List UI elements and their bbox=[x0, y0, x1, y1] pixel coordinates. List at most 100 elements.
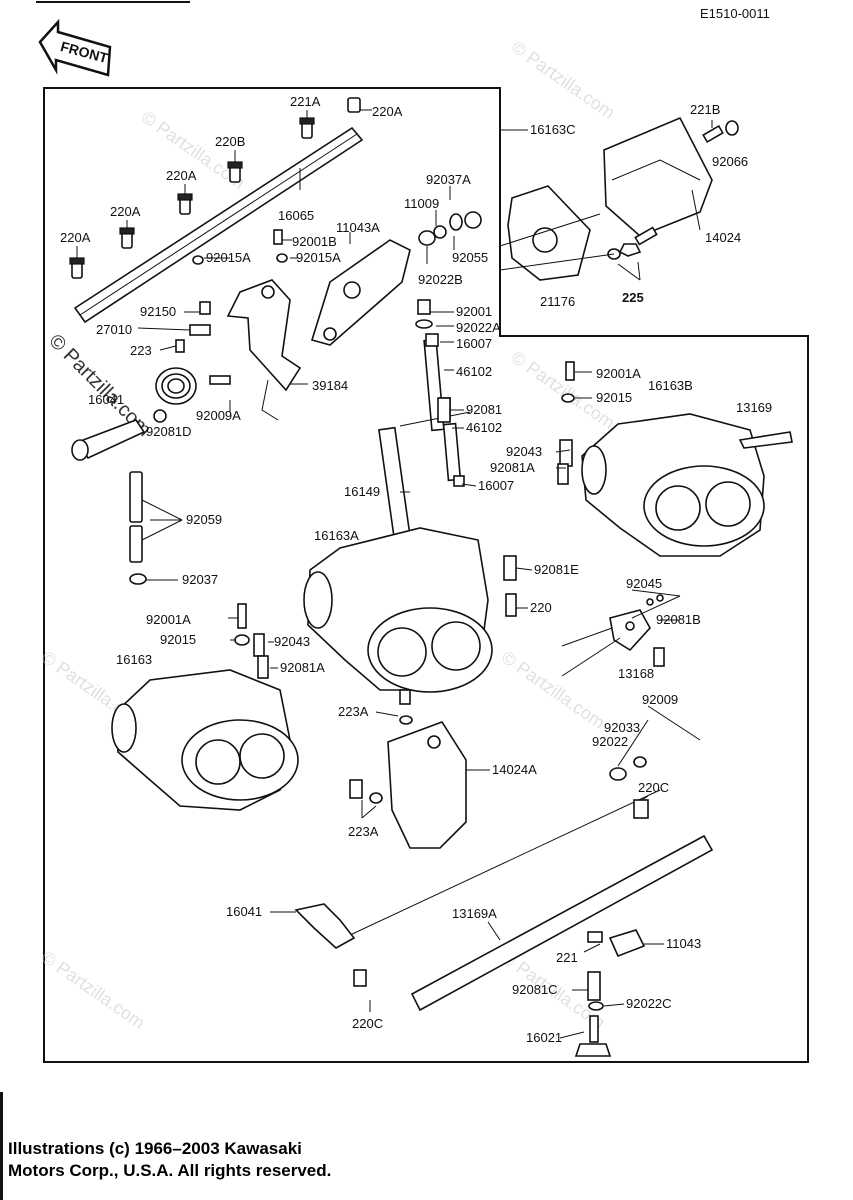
bracket-14024A bbox=[387, 721, 467, 849]
label-27010: 27010 bbox=[96, 322, 132, 337]
sensor-21176 bbox=[507, 185, 591, 281]
label-92022A: 92022A bbox=[456, 320, 501, 335]
label-92015A-2: 92015A bbox=[296, 250, 341, 265]
label-92001A-right: 92001A bbox=[596, 366, 641, 381]
label-92066: 92066 bbox=[712, 154, 748, 169]
label-220: 220 bbox=[530, 600, 552, 615]
label-16163C: 16163C bbox=[530, 122, 576, 137]
label-92059: 92059 bbox=[186, 512, 222, 527]
label-13168: 13168 bbox=[618, 666, 654, 681]
label-220A-4: 220A bbox=[60, 230, 91, 245]
label-92015-right: 92015 bbox=[596, 390, 632, 405]
label-92037A: 92037A bbox=[426, 172, 471, 187]
label-92015A-1: 92015A bbox=[206, 250, 251, 265]
throttle-body-16163B bbox=[581, 413, 765, 557]
label-92150: 92150 bbox=[140, 304, 176, 319]
linkage-39184 bbox=[189, 279, 302, 421]
label-16041-small: 16041 bbox=[88, 392, 124, 407]
label-92081: 92081 bbox=[466, 402, 502, 417]
svg-text:© Partzilla.com: © Partzilla.com bbox=[498, 647, 609, 733]
label-16163A: 16163A bbox=[314, 528, 359, 543]
label-92022C: 92022C bbox=[626, 996, 672, 1011]
plate-13168 bbox=[609, 609, 651, 652]
label-92015-left: 92015 bbox=[160, 632, 196, 647]
rod-16041 bbox=[294, 789, 661, 949]
label-11009: 11009 bbox=[404, 196, 439, 211]
label-46102-1: 46102 bbox=[456, 364, 492, 379]
label-16163: 16163 bbox=[116, 652, 152, 667]
label-16021: 16021 bbox=[526, 1030, 562, 1045]
label-92001: 92001 bbox=[456, 304, 492, 319]
svg-text:© Partzilla.com: © Partzilla.com bbox=[508, 37, 619, 123]
copyright-line-2: Motors Corp., U.S.A. All rights reserved… bbox=[8, 1161, 332, 1180]
label-220B: 220B bbox=[215, 134, 245, 149]
label-46102-2: 46102 bbox=[466, 420, 502, 435]
label-11043: 11043 bbox=[666, 936, 701, 951]
throttle-body-16163A bbox=[303, 527, 493, 693]
label-92001B: 92001B bbox=[292, 234, 337, 249]
label-223A-2: 223A bbox=[348, 824, 379, 839]
label-16163B: 16163B bbox=[648, 378, 693, 393]
label-221: 221 bbox=[556, 950, 578, 965]
label-21176: 21176 bbox=[540, 294, 575, 309]
screws-top bbox=[69, 97, 361, 279]
bar-13169A bbox=[410, 834, 714, 1012]
label-92081E: 92081E bbox=[534, 562, 579, 577]
label-92009A: 92009A bbox=[196, 408, 241, 423]
copyright-line-1: Illustrations (c) 1966–2003 Kawasaki bbox=[8, 1139, 302, 1158]
plate-13169 bbox=[738, 431, 793, 449]
label-92081D: 92081D bbox=[146, 424, 192, 439]
part-labels: 221A 220A 220B 220A 220A 220A 16163C 221… bbox=[60, 94, 772, 1045]
label-223A-1: 223A bbox=[338, 704, 369, 719]
label-11043A: 11043A bbox=[336, 220, 380, 235]
rail-16065 bbox=[73, 126, 364, 324]
pin-16041-small bbox=[71, 419, 146, 461]
label-92037: 92037 bbox=[182, 572, 218, 587]
label-92022: 92022 bbox=[592, 734, 628, 749]
label-92045: 92045 bbox=[626, 576, 662, 591]
label-223: 223 bbox=[130, 343, 152, 358]
label-13169A: 13169A bbox=[452, 906, 497, 921]
label-92081B: 92081B bbox=[656, 612, 701, 627]
pipes-92059 bbox=[129, 471, 147, 585]
label-220C-1: 220C bbox=[638, 780, 669, 795]
label-16007-2: 16007 bbox=[478, 478, 514, 493]
label-92033: 92033 bbox=[604, 720, 640, 735]
label-220A-2: 220A bbox=[166, 168, 197, 183]
label-220A-3: 220A bbox=[110, 204, 141, 219]
label-92043-left: 92043 bbox=[274, 634, 310, 649]
label-92022B: 92022B bbox=[418, 272, 463, 287]
throttle-body-16163 bbox=[111, 669, 299, 811]
label-14024: 14024 bbox=[705, 230, 741, 245]
label-221B: 221B bbox=[690, 102, 720, 117]
label-16149: 16149 bbox=[344, 484, 380, 499]
front-arrow-icon: FRONT bbox=[38, 18, 112, 77]
label-92009: 92009 bbox=[642, 692, 678, 707]
label-92055: 92055 bbox=[452, 250, 488, 265]
label-13169: 13169 bbox=[736, 400, 772, 415]
copyright-notice: Illustrations (c) 1966–2003 Kawasaki Mot… bbox=[8, 1138, 331, 1182]
leader-lines bbox=[76, 109, 713, 1039]
label-92001A-left: 92001A bbox=[146, 612, 191, 627]
label-16065: 16065 bbox=[278, 208, 314, 223]
label-221A: 221A bbox=[290, 94, 321, 109]
label-220A-top: 220A bbox=[372, 104, 403, 119]
label-220C-2: 220C bbox=[352, 1016, 383, 1031]
svg-text:© Partzilla.com: © Partzilla.com bbox=[38, 947, 149, 1033]
diagram-frame bbox=[43, 87, 809, 1063]
label-16007-1: 16007 bbox=[456, 336, 492, 351]
label-39184: 39184 bbox=[312, 378, 348, 393]
spring-coil bbox=[155, 367, 197, 405]
fasteners-misc bbox=[153, 229, 665, 1057]
label-225: 225 bbox=[622, 290, 644, 305]
label-14024A: 14024A bbox=[492, 762, 537, 777]
label-92081C: 92081C bbox=[512, 982, 558, 997]
small-parts-top-right bbox=[418, 120, 739, 260]
label-92081A-right: 92081A bbox=[490, 460, 535, 475]
diagram-id: E1510-0011 bbox=[700, 6, 770, 21]
label-92043-right: 92043 bbox=[506, 444, 542, 459]
label-16041: 16041 bbox=[226, 904, 262, 919]
label-92081A-left: 92081A bbox=[280, 660, 325, 675]
cover-14024 bbox=[603, 116, 713, 237]
